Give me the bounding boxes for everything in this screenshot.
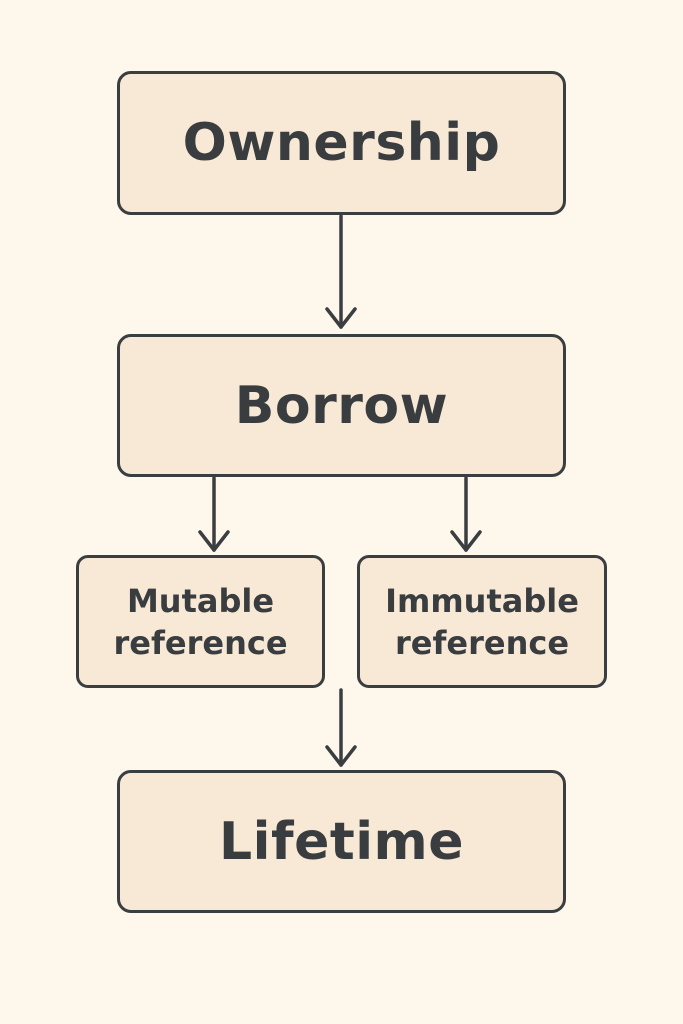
node-borrow: Borrow — [117, 334, 566, 477]
arrow-references-to-lifetime — [325, 688, 357, 767]
arrow-borrow-to-immutable — [450, 476, 482, 552]
node-immutable-line2: reference — [394, 623, 570, 662]
node-mutable-line1: Mutable — [126, 581, 275, 620]
node-immutable-reference-label: Immutable reference — [385, 580, 579, 664]
arrow-ownership-to-borrow — [325, 214, 357, 329]
node-mutable-line2: reference — [113, 623, 288, 662]
node-mutable-reference: Mutable reference — [76, 555, 325, 688]
node-ownership-label: Ownership — [182, 113, 501, 173]
node-immutable-reference: Immutable reference — [357, 555, 607, 688]
node-lifetime-label: Lifetime — [219, 811, 464, 872]
node-lifetime: Lifetime — [117, 770, 566, 913]
node-immutable-line1: Immutable — [385, 581, 579, 620]
arrow-borrow-to-mutable — [198, 476, 230, 552]
node-mutable-reference-label: Mutable reference — [113, 580, 287, 664]
node-borrow-label: Borrow — [234, 375, 449, 436]
node-ownership: Ownership — [117, 71, 566, 215]
